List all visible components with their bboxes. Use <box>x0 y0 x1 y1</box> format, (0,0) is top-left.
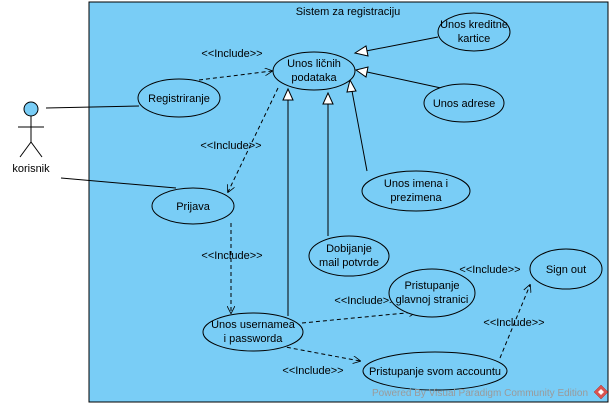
use-case-label: Unos usernamea <box>211 319 296 331</box>
use-case-label: Unos kreditne <box>440 19 508 31</box>
use-case-ellipse <box>529 248 603 290</box>
use-case-prijava[interactable]: Prijava <box>151 187 235 225</box>
use-case-ellipse <box>272 51 356 91</box>
use-case-unos-usernamea-passworda[interactable]: Unos usernamea i passworda <box>202 312 304 352</box>
association-korisnik-registriranje[interactable] <box>45 105 140 109</box>
actor-label: korisnik <box>12 163 50 175</box>
include-label: <<Include>> <box>483 317 544 329</box>
include-licni-prijava[interactable] <box>228 87 279 192</box>
use-case-label: Unos ličnih <box>287 58 341 70</box>
include-account-signout[interactable] <box>499 285 530 359</box>
use-case-label: Registriranje <box>148 93 210 105</box>
use-case-unos-adrese[interactable]: Unos adrese <box>423 83 505 123</box>
use-case-unos-licnih-podataka[interactable]: Unos ličnih podataka <box>272 51 356 91</box>
generalization-arrowhead <box>353 45 369 57</box>
use-case-label: Sign out <box>546 264 586 276</box>
use-case-label: i passworda <box>224 333 284 345</box>
actor-right-leg <box>30 141 43 158</box>
use-case-label: kartice <box>458 33 490 45</box>
use-case-label: Prijava <box>176 201 211 213</box>
actor-korisnik[interactable]: korisnik <box>12 101 50 175</box>
include-label: <<Include>> <box>282 365 343 377</box>
generalization-kreditna[interactable] <box>353 36 439 57</box>
use-case-label: Pristupanje svom accountu <box>369 366 501 378</box>
use-case-label: Unos adrese <box>433 98 495 110</box>
include-label: <<Include>> <box>201 48 262 60</box>
use-case-ellipse <box>151 187 235 225</box>
use-case-label: Dobijanje <box>326 243 372 255</box>
generalization-arrowhead <box>346 78 357 93</box>
use-case-label: Pristupanje <box>404 280 459 292</box>
actor-left-leg <box>19 141 32 158</box>
generalization-mail-potvrda[interactable] <box>322 91 334 236</box>
use-case-ellipse <box>361 170 471 212</box>
generalization-adresa[interactable] <box>354 66 442 89</box>
include-label: <<Include>> <box>334 295 395 307</box>
include-label: <<Include>> <box>459 264 520 276</box>
use-case-pristupanje-glavnoj-stranici[interactable]: Pristupanje glavnoj stranici <box>388 268 476 318</box>
use-case-label: Unos imena i <box>384 178 448 190</box>
visual-paradigm-logo-icon <box>593 384 609 400</box>
use-case-label: glavnoj stranici <box>396 294 469 306</box>
use-case-ellipse <box>308 235 390 277</box>
association-korisnik-prijava[interactable] <box>60 177 177 189</box>
generalization-username[interactable] <box>282 87 294 316</box>
use-case-ellipse <box>202 312 304 352</box>
generalization-arrowhead <box>322 91 334 105</box>
generalization-line <box>366 71 442 89</box>
use-case-ellipse <box>362 351 508 391</box>
use-case-ellipse <box>437 12 511 52</box>
use-case-unos-imena-prezimena[interactable]: Unos imena i prezimena <box>361 170 471 212</box>
generalization-arrowhead <box>354 66 369 78</box>
include-registriranje-licni[interactable] <box>198 71 272 81</box>
actor-head <box>23 101 39 117</box>
include-username-glavna[interactable] <box>301 312 416 324</box>
use-case-ellipse <box>388 268 476 318</box>
use-case-registriranje[interactable]: Registriranje <box>137 78 221 118</box>
generalization-line <box>351 90 368 172</box>
use-case-ellipse <box>423 83 505 123</box>
use-case-label: podataka <box>291 72 337 84</box>
watermark: Powered By Visual Paradigm Community Edi… <box>372 388 588 399</box>
use-case-dobijanje-mail-potvrde[interactable]: Dobijanje mail potvrde <box>308 235 390 277</box>
use-case-label: prezimena <box>390 192 442 204</box>
use-case-label: mail potvrde <box>319 257 379 269</box>
generalization-line <box>365 36 439 52</box>
include-label: <<Include>> <box>201 250 262 262</box>
use-case-unos-kreditne-kartice[interactable]: Unos kreditne kartice <box>437 12 511 52</box>
generalization-arrowhead <box>282 87 294 101</box>
use-case-sign-out[interactable]: Sign out <box>529 248 603 290</box>
include-label: <<Include>> <box>200 140 261 152</box>
generalization-ime-prezime[interactable] <box>346 78 368 172</box>
system-title: Sistem za registraciju <box>296 6 401 18</box>
use-case-pristupanje-svom-accountu[interactable]: Pristupanje svom accountu <box>362 351 508 391</box>
use-case-ellipse <box>137 78 221 118</box>
